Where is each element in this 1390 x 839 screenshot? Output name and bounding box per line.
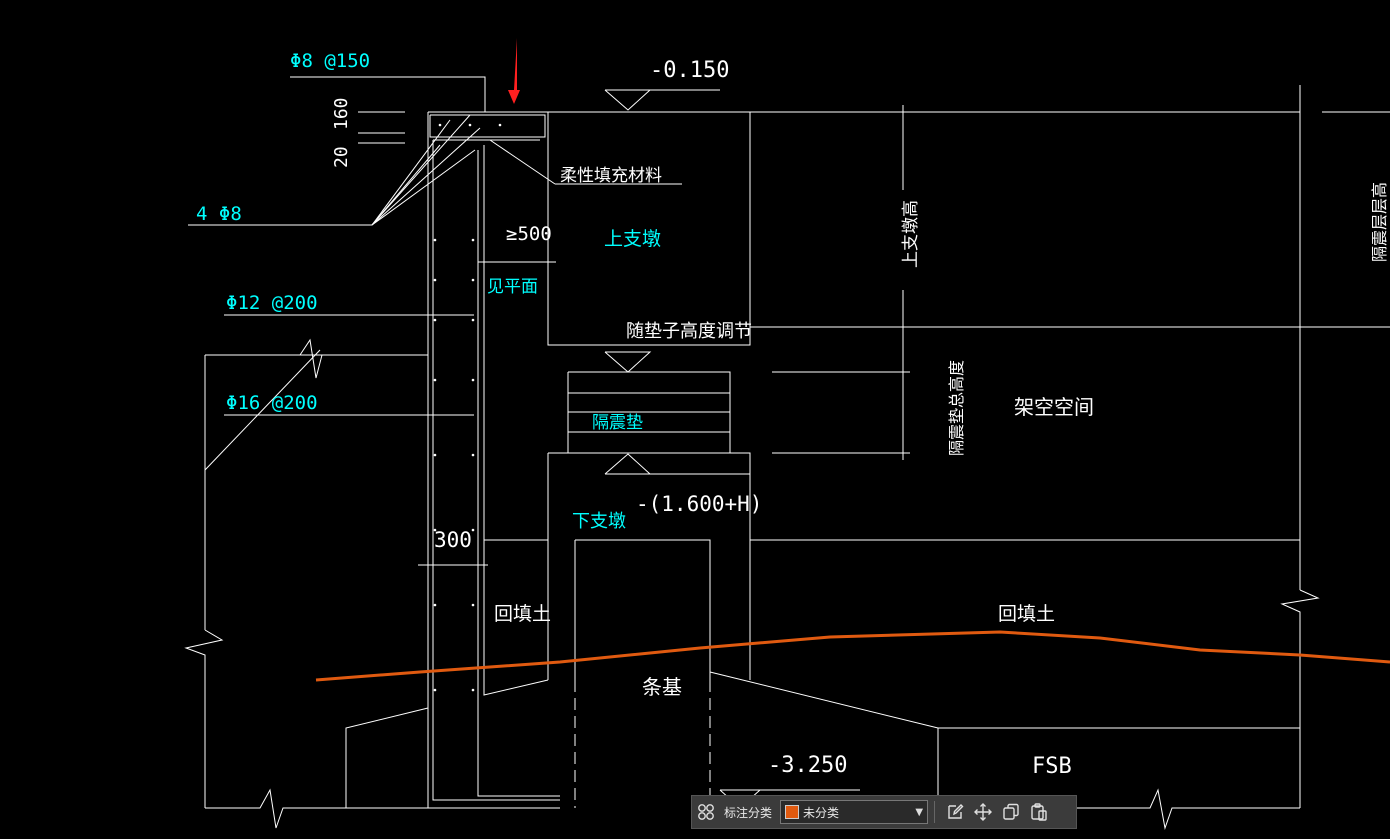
rebar-phi16-label: Φ16 @200 — [226, 392, 318, 414]
copy-icon[interactable] — [997, 798, 1025, 826]
overhead-space-label: 架空空间 — [1014, 395, 1094, 419]
rebar-phi12-label: Φ12 @200 — [226, 292, 318, 314]
pad-adjust-label: 随垫子高度调节 — [626, 321, 752, 342]
edit-icon[interactable] — [941, 798, 969, 826]
paste-icon[interactable] — [1025, 798, 1053, 826]
isolation-total-height-label: 隔震垫总高度 — [947, 360, 966, 456]
backfill-right-label: 回填土 — [998, 603, 1055, 625]
isolation-pad-label: 隔震垫 — [592, 413, 643, 433]
category-dropdown[interactable]: 未分类 ▼ — [780, 800, 929, 824]
structure-lines — [184, 76, 1390, 830]
fsb-label: FSB — [1032, 754, 1072, 779]
ground-line — [315, 630, 1390, 682]
category-color-swatch — [785, 805, 800, 819]
annotation-category-toolbar: 标注分类 未分类 ▼ — [691, 795, 1077, 829]
rebar-4phi8-label: 4 Φ8 — [196, 203, 242, 225]
see-plan-label: 见平面 — [487, 277, 538, 297]
isolation-layer-height-label: 隔震层层高 — [1370, 182, 1389, 262]
move-icon[interactable] — [969, 798, 997, 826]
lower-pier-label: 下支墩 — [572, 511, 626, 532]
upper-pier-label: 上支墩 — [604, 228, 661, 250]
rebar-top-label: Φ8 @150 — [290, 50, 370, 72]
elevation-bottom-label: -3.250 — [768, 753, 847, 778]
rebar-dots — [433, 123, 502, 692]
flex-fill-label: 柔性填充材料 — [560, 166, 662, 186]
upper-pier-height-label: 上支墩高 — [901, 200, 921, 268]
strip-foundation-label: 条基 — [642, 675, 682, 699]
elevation-top-label: -0.150 — [650, 58, 729, 83]
dim-20-label: 20 — [331, 146, 352, 168]
grid-icon[interactable] — [692, 798, 720, 826]
elevation-pad-label: -(1.600+H) — [636, 492, 762, 516]
dim-160-label: 160 — [331, 97, 352, 130]
min-500-label: ≥500 — [506, 223, 552, 245]
annotations: Φ8 @150 160 20 4 Φ8 Φ12 @200 Φ16 @200 -0… — [196, 50, 1389, 779]
category-label: 标注分类 — [724, 805, 773, 820]
dim-300-label: 300 — [434, 528, 472, 552]
backfill-left-label: 回填土 — [494, 603, 551, 625]
category-value: 未分类 — [803, 805, 840, 820]
toolbar-divider — [934, 801, 936, 823]
red-arrow-marker — [508, 38, 520, 104]
chevron-down-icon: ▼ — [915, 806, 924, 818]
